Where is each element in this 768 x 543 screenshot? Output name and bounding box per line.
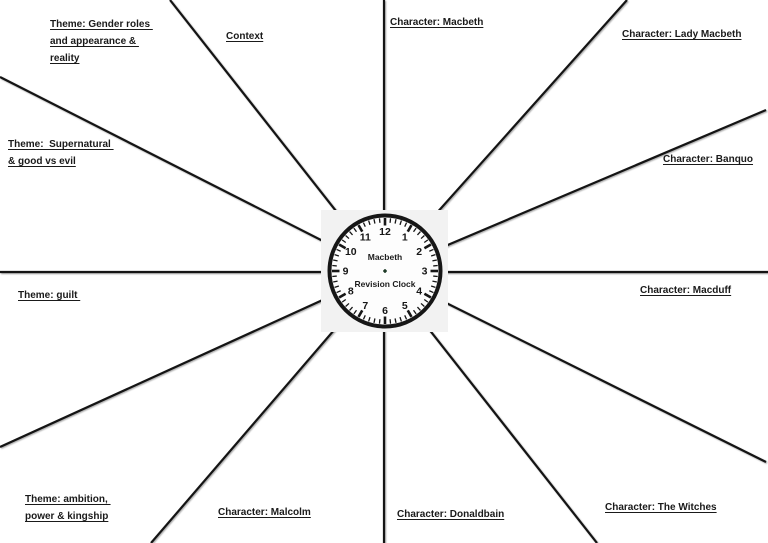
label-character-malcolm: Character: Malcolm [218,504,311,521]
label-character-macduff: Character: Macduff [640,282,731,299]
label-line: Character: Donaldbain [397,509,505,520]
clock-number-9: 9 [342,266,348,278]
label-line: Theme: Gender roles [50,19,153,30]
label-character-the-witches: Character: The Witches [605,499,717,516]
label-character-banquo: Character: Banquo [663,151,753,168]
clock-number-6: 6 [382,305,388,317]
clock-number-7: 7 [362,300,368,312]
clock-number-5: 5 [401,300,407,312]
label-line: Character: Banquo [663,154,754,165]
spoke-line-10 [0,76,385,273]
spoke-line-8 [0,270,385,449]
label-line: & good vs evil [8,156,76,167]
clock-number-12: 12 [379,226,391,238]
label-line: Character: Malcolm [218,507,311,518]
label-line: Character: Macduff [640,285,732,296]
label-line: reality [50,53,80,64]
label-line: Theme: ambition, [25,494,111,505]
label-theme-ambition: Theme: ambition, power & kingship [25,491,111,525]
clock-number-11: 11 [359,231,370,243]
label-theme-guilt: Theme: guilt [18,287,80,304]
label-line: Theme: guilt [18,290,81,301]
clock-center-dot [382,269,387,273]
label-line: Character: Macbeth [390,17,484,28]
label-theme-gender-roles: Theme: Gender roles and appearance & rea… [50,16,153,67]
label-character-lady-macbeth: Character: Lady Macbeth [622,26,741,43]
clock-number-3: 3 [421,266,427,278]
label-theme-supernatural: Theme: Supernatural & good vs evil [8,136,114,170]
clock-number-4: 4 [416,285,422,297]
label-line: power & kingship [25,511,109,522]
clock-subtitle: Revision Clock [354,279,415,289]
clock-number-2: 2 [416,246,422,258]
clock-number-10: 10 [344,246,356,258]
label-context: Context [226,28,263,45]
label-line: Context [226,31,264,42]
label-character-donaldbain: Character: Donaldbain [397,506,504,523]
clock-ticks [331,218,438,324]
label-character-macbeth: Character: Macbeth [390,14,483,31]
label-line: Character: Lady Macbeth [622,29,742,40]
clock-number-8: 8 [347,285,353,297]
clock-number-1: 1 [401,231,407,243]
clock-title: Macbeth [367,252,401,262]
label-line: and appearance & [50,36,139,47]
label-line: Theme: Supernatural [8,139,114,150]
label-line: Character: The Witches [605,502,717,513]
